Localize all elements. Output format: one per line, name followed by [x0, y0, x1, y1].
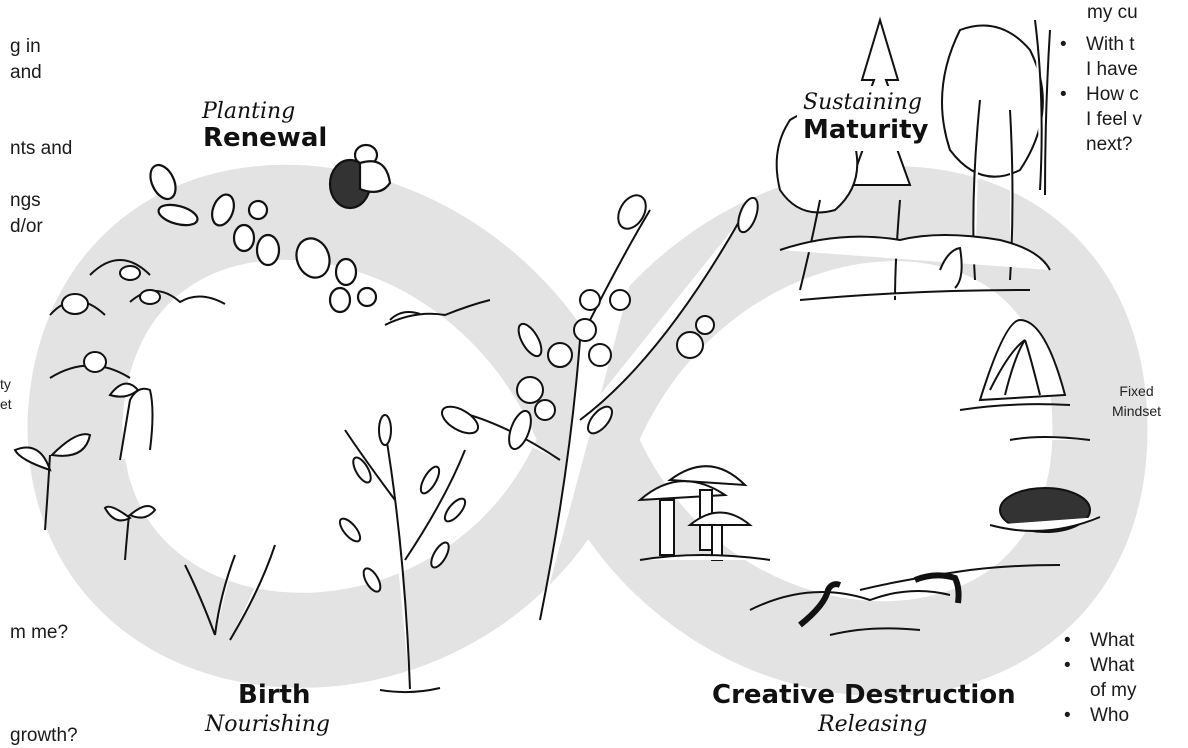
left-text-line5: d/or — [10, 214, 43, 239]
left-text-line1: g in — [10, 34, 41, 59]
mindset-left-line2: et — [0, 394, 12, 414]
right-bottom-line3: of my — [1090, 680, 1136, 701]
right-top-line4: How c — [1086, 84, 1139, 105]
right-bottom-bullets: What What of my Who — [1064, 628, 1136, 728]
right-bottom-line1: What — [1090, 630, 1134, 651]
sustaining-maturity-box: Sustaining Maturity — [797, 86, 934, 151]
left-text-line4: ngs — [10, 188, 41, 213]
right-top-line6: next? — [1086, 134, 1132, 155]
left-text-line2: and — [10, 60, 42, 85]
left-text-line6: m me? — [10, 620, 68, 645]
releasing-label: Releasing — [818, 712, 927, 737]
right-bottom-line2: What — [1090, 655, 1134, 676]
right-top-bullets: With t I have How c I feel v next? — [1060, 32, 1142, 157]
right-bottom-line4: Who — [1090, 705, 1129, 726]
right-bottom-bullet: Who — [1064, 703, 1136, 728]
mindset-right-line2: Mindset — [1112, 401, 1161, 421]
planting-label: Planting — [202, 99, 295, 124]
mindset-right-line1: Fixed — [1112, 381, 1161, 401]
right-bottom-bullet: What — [1064, 628, 1136, 653]
right-top-line1: my cu — [1087, 0, 1138, 25]
growth-mindset-label: ty et — [0, 374, 12, 414]
right-top-line5: I feel v — [1086, 109, 1142, 130]
birth-label: Birth — [238, 680, 311, 710]
left-text-line7: growth? — [10, 723, 78, 748]
right-top-bullet: With t I have — [1060, 32, 1142, 82]
mindset-left-line1: ty — [0, 374, 12, 394]
renewal-label: Renewal — [203, 123, 327, 153]
fixed-mindset-label: Fixed Mindset — [1112, 381, 1161, 421]
right-bottom-bullet: What of my — [1064, 653, 1136, 703]
nourishing-label: Nourishing — [205, 712, 330, 737]
right-top-line2: With t — [1086, 34, 1135, 55]
right-top-bullet: How c I feel v next? — [1060, 82, 1142, 157]
sustaining-label: Sustaining — [803, 90, 928, 115]
right-top-line3: I have — [1086, 59, 1138, 80]
creative-destruction-label: Creative Destruction — [712, 680, 1016, 710]
maturity-label: Maturity — [803, 115, 928, 145]
left-text-line3: nts and — [10, 136, 72, 161]
